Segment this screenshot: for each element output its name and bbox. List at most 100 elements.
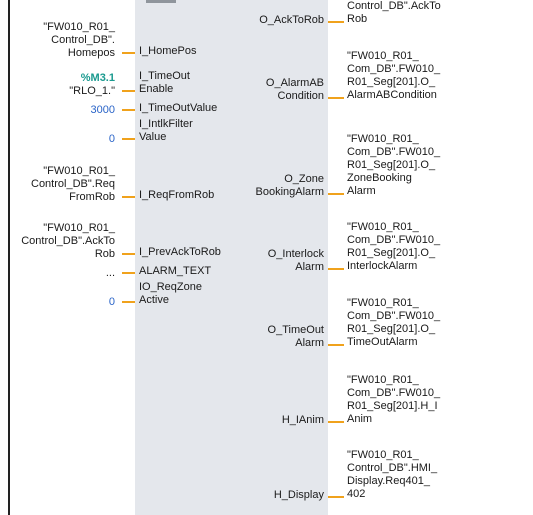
text-line: R01_Seg[201].H_I (347, 400, 438, 412)
input-wire-prevacktorob (122, 253, 135, 255)
power-rail (8, 0, 10, 515)
text-line: ... (105, 267, 115, 279)
text-line: ZoneBooking (347, 172, 412, 184)
text-line: FromRob (69, 191, 115, 203)
text-line: I_ReqFromRob (139, 189, 215, 201)
operand-reqzone-active[interactable]: 0 (109, 296, 115, 309)
pin-reqfromrob[interactable]: I_ReqFromRob (139, 189, 214, 202)
text-line: Control_DB".Req (31, 178, 115, 190)
operand-h-display[interactable]: "FW010_R01_Control_DB".HMI_Display.Req40… (347, 449, 437, 501)
output-wire-zone-booking-alarm (328, 193, 344, 195)
operand-h-ianim[interactable]: "FW010_R01_Com_DB".FW010_R01_Seg[201].H_… (347, 374, 440, 426)
text-line: 0 (108, 296, 115, 308)
output-wire-h-ianim (328, 421, 344, 423)
operand-zone-booking-alarm[interactable]: "FW010_R01_Com_DB".FW010_R01_Seg[201].O_… (347, 133, 440, 198)
text-line: O_Zone (284, 173, 324, 185)
text-line: Rob (347, 13, 368, 25)
pin-h-ianim[interactable]: H_IAnim (282, 414, 324, 427)
text-line: BookingAlarm (255, 186, 324, 198)
operand-interlock-alarm[interactable]: "FW010_R01_Com_DB".FW010_R01_Seg[201].O_… (347, 221, 440, 273)
text-line: Com_DB".FW010_ (347, 387, 441, 399)
pin-alarm-text[interactable]: ALARM_TEXT (139, 265, 211, 278)
text-line: Com_DB".FW010_ (347, 234, 441, 246)
text-line: "FW010_R01_ (43, 165, 115, 177)
text-line: Alarm (295, 337, 324, 349)
text-line: "FW010_R01_ (347, 221, 419, 233)
text-line: Control_DB".AckTo (347, 0, 441, 12)
output-wire-h-display (328, 496, 344, 498)
text-line: Condition (277, 90, 324, 102)
text-line: "FW010_R01_ (43, 222, 115, 234)
text-line: ALARM_TEXT (139, 265, 212, 277)
pin-prevacktorob[interactable]: I_PrevAckToRob (139, 246, 221, 259)
output-wire-acktorob (328, 21, 344, 23)
input-wire-homepos (122, 52, 135, 54)
function-block[interactable] (135, 0, 328, 515)
pin-acktorob[interactable]: O_AckToRob (259, 14, 324, 27)
operand-homepos[interactable]: "FW010_R01_Control_DB".Homepos (43, 21, 115, 60)
text-line: Enable (139, 83, 174, 95)
input-wire-intlkfilter-value (122, 138, 135, 140)
text-line: Com_DB".FW010_ (347, 146, 441, 158)
text-line: H_IAnim (281, 414, 324, 426)
input-wire-reqfromrob (122, 196, 135, 198)
operand-timeout-alarm[interactable]: "FW010_R01_Com_DB".FW010_R01_Seg[201].O_… (347, 297, 440, 349)
operand-timeout-enable[interactable]: %M3.1"RLO_1." (69, 72, 115, 98)
text-line: R01_Seg[201].O_ (347, 159, 436, 171)
text-line: Com_DB".FW010_ (347, 63, 441, 75)
text-line: 402 (347, 488, 366, 500)
text-line: "FW010_R01_ (43, 21, 115, 33)
text-line: "RLO_1." (69, 85, 115, 97)
text-line: R01_Seg[201].O_ (347, 76, 436, 88)
output-wire-interlock-alarm (328, 268, 344, 270)
input-wire-timeout-enable (122, 90, 135, 92)
operand-timeout-value[interactable]: 3000 (91, 104, 115, 117)
text-line: "FW010_R01_ (347, 449, 419, 461)
text-line: H_Display (273, 489, 324, 501)
text-line: "FW010_R01_ (347, 50, 419, 62)
text-line: Rob (94, 248, 115, 260)
text-line: AlarmABCondition (347, 89, 437, 101)
pin-homepos[interactable]: I_HomePos (139, 45, 196, 58)
output-wire-timeout-alarm (328, 344, 344, 346)
text-line: I_TimeOutValue (139, 102, 218, 114)
output-wire-alarmab-condition (328, 97, 344, 99)
text-line: TimeOutAlarm (347, 336, 418, 348)
operand-intlkfilter-value[interactable]: 0 (109, 133, 115, 146)
text-line: I_IntlkFilter (139, 118, 193, 130)
text-line: 3000 (90, 104, 115, 116)
operand-alarm-text[interactable]: ... (106, 267, 115, 280)
text-line: IO_ReqZone (139, 281, 202, 293)
text-line: O_TimeOut (267, 324, 324, 336)
text-line: "FW010_R01_ (347, 297, 419, 309)
text-line: R01_Seg[201].O_ (347, 247, 436, 259)
text-line: Anim (347, 413, 373, 425)
text-line: InterlockAlarm (347, 260, 418, 272)
pin-h-display[interactable]: H_Display (274, 489, 324, 502)
operand-alarmab-condition[interactable]: "FW010_R01_Com_DB".FW010_R01_Seg[201].O_… (347, 50, 440, 102)
operand-address: %M3.1 (80, 72, 115, 84)
text-line: Control_DB".AckTo (21, 235, 115, 247)
text-line: O_AckToRob (259, 14, 324, 26)
text-line: Value (139, 131, 167, 143)
text-line: O_Interlock (267, 248, 324, 260)
text-line: R01_Seg[201].O_ (347, 323, 436, 335)
text-line: Control_DB". (51, 34, 115, 46)
text-line: I_TimeOut (139, 70, 190, 82)
text-line: Homepos (67, 47, 115, 59)
text-line: 0 (108, 133, 115, 145)
text-line: Alarm (347, 185, 376, 197)
block-header-stub (146, 0, 176, 3)
text-line: Alarm (295, 261, 324, 273)
pin-timeout-value[interactable]: I_TimeOutValue (139, 102, 217, 115)
